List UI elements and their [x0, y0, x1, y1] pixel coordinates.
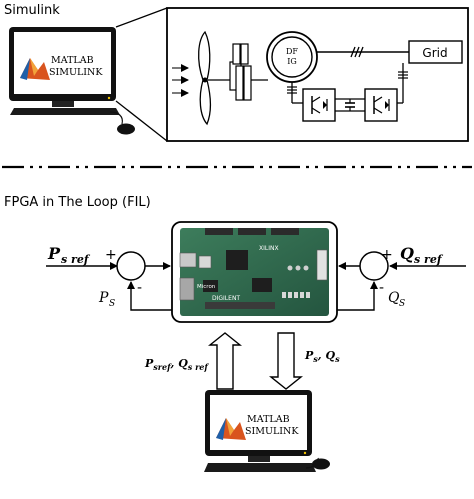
download-arrow-label: Ps, Qs [304, 349, 340, 364]
right-feedback-sub: S [399, 299, 405, 309]
dc-link [335, 98, 365, 112]
right-feedback-main: Q [388, 290, 400, 306]
left-feedback-sub: S [109, 299, 115, 309]
left-control-loop: P s ref + - P S [46, 244, 172, 311]
dfig-generator: DF IG [266, 31, 318, 83]
left-summing-junction [116, 251, 146, 281]
grid-label: Grid [422, 46, 447, 60]
gearbox-icon [229, 43, 252, 101]
dfig-label-line2: IG [287, 57, 297, 66]
right-control-loop: Q s ref + - Q S [337, 244, 466, 311]
grid-side-converter [364, 88, 398, 122]
bottom-matlab-text: MATLAB [247, 414, 290, 425]
right-plus-sign: + [381, 247, 393, 263]
bottom-keyboard [204, 463, 316, 472]
three-phase-mark-rotor [287, 86, 297, 94]
bottom-matlab-logo-icon [216, 418, 246, 440]
fpga-board-box: XILINX Micron DIGILENT [171, 221, 338, 323]
top-keyboard [10, 108, 120, 115]
upload-arrow-label: Psref, Qs ref [144, 357, 209, 372]
bottom-simulink-text: SIMULINK [245, 426, 299, 437]
three-phase-mark-grid [398, 71, 408, 79]
left-plus-sign: + [105, 247, 117, 263]
top-simulink-text: SIMULINK [49, 67, 103, 78]
svg-text:Ps, Qs: Ps, Qs [304, 349, 340, 364]
micron-logo-text: Micron [197, 284, 216, 290]
left-ref-main: P [47, 244, 61, 263]
fpga-chip-icon [226, 250, 248, 270]
rotor-side-converter [302, 88, 336, 122]
right-ref-sub: s ref [414, 253, 444, 266]
top-matlab-logo-icon [20, 58, 50, 80]
left-ref-sub: s ref [61, 253, 91, 266]
digilent-logo-text: DIGILENT [212, 295, 240, 302]
turbine-blades-icon [198, 30, 212, 126]
three-phase-mark-stator [350, 46, 364, 58]
right-ref-main: Q [400, 244, 414, 263]
bottom-mouse [312, 458, 330, 470]
fil-section-title: FPGA in The Loop (FIL) [4, 195, 151, 210]
top-monitor-stand [52, 101, 74, 107]
dfig-label-line1: DF [286, 47, 298, 56]
zoom-line-top [115, 7, 168, 28]
upload-arrow-icon [208, 332, 242, 390]
zoom-line-bottom [115, 100, 168, 142]
simulink-section-title: Simulink [4, 3, 60, 18]
svg-text:Psref, Qs ref: Psref, Qs ref [144, 357, 209, 372]
download-arrow-icon [269, 332, 303, 390]
left-feedback-main: P [98, 290, 109, 306]
left-minus-sign: - [137, 280, 142, 296]
xilinx-logo-text: XILINX [259, 245, 279, 252]
grid-box [408, 40, 463, 64]
right-minus-sign: - [379, 280, 384, 296]
wind-arrows [172, 64, 189, 97]
bottom-monitor-stand [248, 456, 270, 462]
top-mouse [117, 123, 135, 135]
top-matlab-text: MATLAB [51, 55, 94, 66]
top-computer: MATLAB SIMULINK [9, 27, 135, 135]
bottom-computer: MATLAB SIMULINK [204, 390, 330, 472]
wind-system-box: DF IG Grid [166, 7, 469, 142]
